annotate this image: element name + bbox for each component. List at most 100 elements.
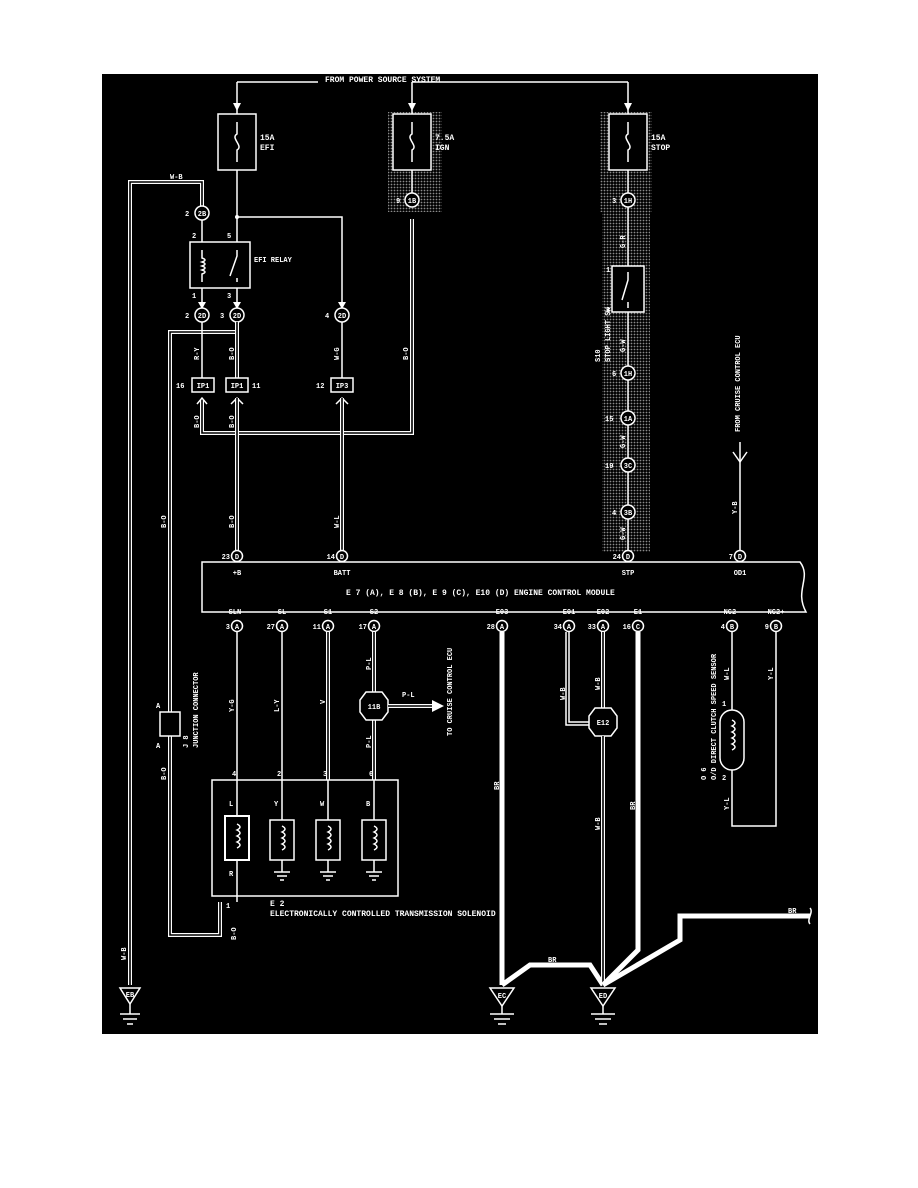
svg-text:S10: S10 [595, 349, 603, 362]
svg-text:SLN-: SLN- [229, 609, 246, 617]
svg-text:E01: E01 [563, 609, 576, 617]
svg-text:A: A [500, 624, 505, 632]
svg-text:3: 3 [323, 771, 327, 779]
svg-text:1A: 1A [624, 416, 633, 424]
svg-text:27: 27 [267, 624, 275, 632]
svg-text:11: 11 [252, 383, 260, 391]
svg-text:+B: +B [233, 570, 242, 578]
svg-text:24: 24 [613, 554, 621, 562]
svg-text:W-L: W-L [724, 667, 732, 680]
svg-text:J 8: J 8 [183, 735, 191, 748]
svg-text:V: V [320, 699, 328, 704]
svg-text:BATT: BATT [334, 570, 351, 578]
svg-text:STP: STP [622, 570, 635, 578]
ecm-pin-sl: SL A 27 [267, 609, 289, 633]
junction-11b: 11B [359, 691, 389, 721]
ecm-pin-e1: E1 C 16 [623, 609, 645, 633]
svg-text:W: W [320, 801, 325, 809]
wire-br-e1 [601, 632, 641, 987]
svg-text:33: 33 [588, 624, 596, 632]
svg-text:E1: E1 [634, 609, 642, 617]
svg-text:4: 4 [325, 313, 329, 321]
svg-text:6: 6 [369, 771, 373, 779]
svg-text:7: 7 [729, 554, 733, 562]
svg-text:JUNCTION CONNECTOR: JUNCTION CONNECTOR [193, 672, 201, 748]
ecm-pin-s1: S1 A 11 [313, 609, 335, 633]
svg-text:12: 12 [316, 383, 324, 391]
svg-text:C: C [636, 624, 640, 632]
svg-text:W-B: W-B [560, 687, 568, 700]
junction-e12: E12 [588, 707, 618, 737]
svg-text:A: A [372, 624, 377, 632]
svg-text:D: D [738, 554, 742, 562]
svg-text:2: 2 [606, 307, 610, 315]
svg-text:4: 4 [721, 624, 725, 632]
svg-text:P-L: P-L [366, 735, 374, 748]
svg-text:1B: 1B [408, 198, 417, 206]
svg-text:IP1: IP1 [231, 383, 244, 391]
svg-text:3: 3 [612, 198, 616, 206]
svg-text:OD1: OD1 [734, 570, 747, 578]
svg-text:G-W: G-W [620, 435, 628, 448]
ecm-pin-stp: D 24 STP [613, 549, 635, 578]
svg-text:G-W: G-W [620, 527, 628, 540]
svg-text:B-O: B-O [161, 767, 169, 780]
svg-text:4: 4 [612, 510, 616, 518]
svg-text:A: A [601, 624, 606, 632]
svg-text:O/D DIRECT CLUTCH SPEED SENSOR: O/D DIRECT CLUTCH SPEED SENSOR [711, 653, 719, 780]
svg-text:2B: 2B [198, 211, 207, 219]
svg-text:P-L: P-L [366, 657, 374, 670]
fuse-efi: 15A EFI [217, 113, 275, 171]
svg-text:3: 3 [227, 293, 231, 301]
svg-text:B-O: B-O [403, 347, 411, 360]
solenoid-name-b: ELECTRONICALLY CONTROLLED TRANSMISSION S… [270, 910, 496, 919]
svg-text:BR: BR [548, 957, 557, 965]
svg-text:1H: 1H [624, 371, 632, 379]
svg-text:W-B: W-B [121, 947, 129, 960]
svg-text:B-O: B-O [229, 415, 237, 428]
efi-relay: 2 5 1 3 EFI RELAY [189, 233, 293, 301]
svg-text:B: B [366, 801, 371, 809]
svg-text:3: 3 [220, 313, 224, 321]
svg-text:16: 16 [623, 624, 631, 632]
svg-text:B: B [774, 624, 779, 632]
svg-text:B-O: B-O [231, 927, 239, 940]
ecm-pin-e02: E02 A 33 [588, 609, 609, 633]
ecm-pin-od1: D 7 OD1 [729, 549, 747, 578]
svg-text:1: 1 [606, 267, 610, 275]
svg-text:BR: BR [788, 908, 797, 916]
svg-text:Y: Y [274, 801, 279, 809]
svg-text:2D: 2D [198, 313, 206, 321]
junction-connector-j8: A A J 8 JUNCTION CONNECTOR [156, 672, 201, 751]
svg-text:15A: 15A [651, 134, 666, 143]
svg-text:IP3: IP3 [336, 383, 349, 391]
svg-text:3: 3 [226, 624, 230, 632]
svg-text:IGN: IGN [435, 144, 450, 153]
svg-text:B: B [730, 624, 735, 632]
svg-text:P-L: P-L [402, 692, 415, 700]
svg-text:5: 5 [227, 233, 231, 241]
svg-text:BR: BR [494, 781, 502, 790]
svg-text:W-B: W-B [170, 174, 183, 182]
ecm-pin-batt: D 14 BATT [327, 549, 351, 578]
svg-text:Y-G: Y-G [229, 699, 237, 712]
svg-text:15: 15 [605, 416, 613, 424]
svg-text:9: 9 [765, 624, 769, 632]
ground-eb: EB [118, 987, 142, 1025]
svg-text:W-G: W-G [334, 347, 342, 360]
fuse-stop: 15A STOP [608, 113, 670, 171]
svg-text:1: 1 [192, 293, 196, 301]
svg-text:W-B: W-B [595, 677, 603, 690]
svg-text:B-O: B-O [194, 415, 202, 428]
svg-text:EB: EB [126, 992, 135, 1000]
svg-text:B-O: B-O [229, 515, 237, 528]
solenoid-name-a: E 2 [270, 900, 285, 909]
svg-text:EC: EC [498, 993, 506, 1001]
svg-text:2: 2 [722, 775, 726, 783]
ecm-pin-plus-b: D 23 +B [222, 549, 244, 578]
svg-text:15A: 15A [260, 134, 275, 143]
connector-1a: 1A 15 [605, 410, 636, 426]
ecm-pin-nc2-minus: NC2- B 4 [721, 609, 740, 633]
power-source-label: FROM POWER SOURCE SYSTEM [325, 76, 440, 85]
connector-ip3: IP3 12 [316, 377, 354, 393]
